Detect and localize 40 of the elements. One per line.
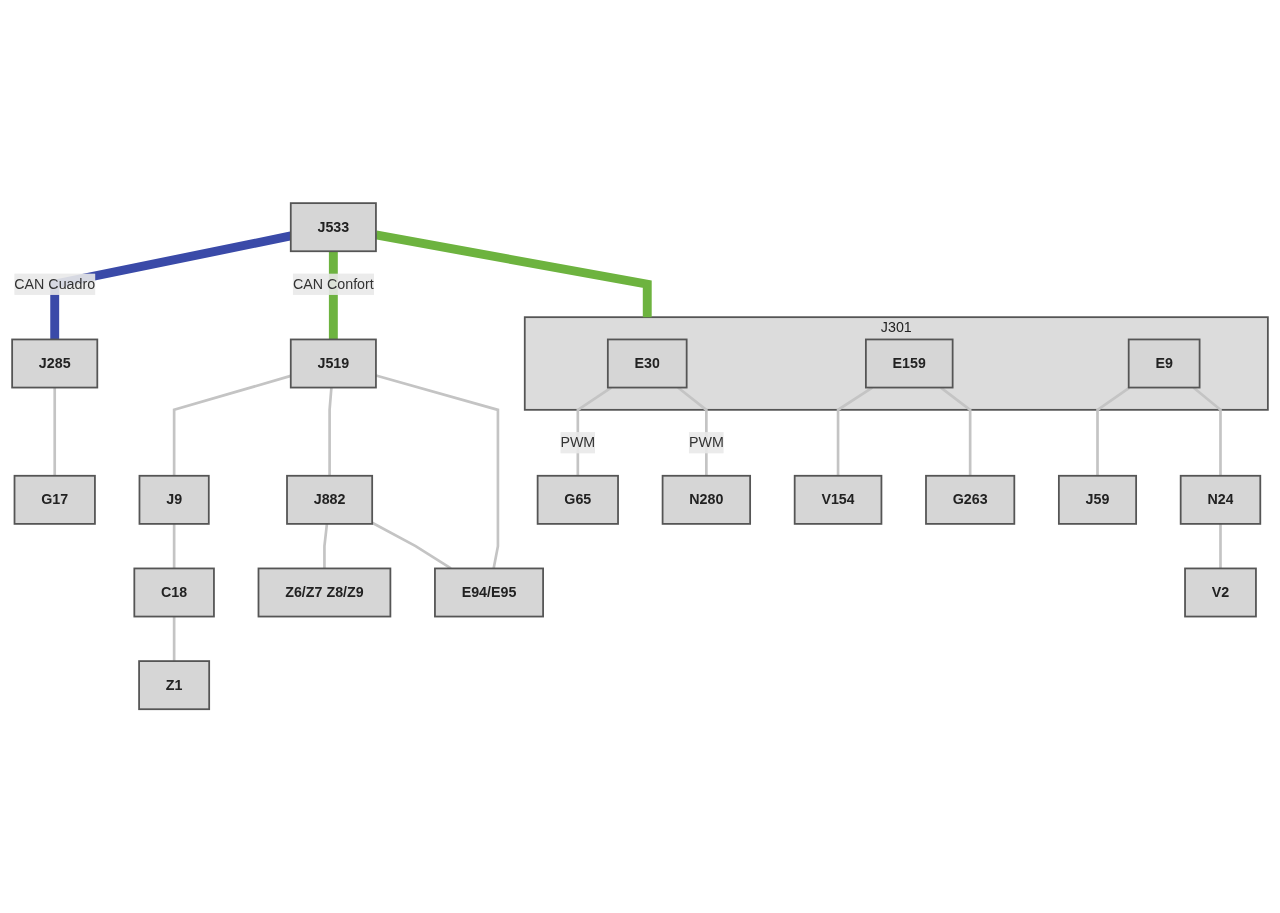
connector — [940, 386, 972, 477]
connector — [328, 251, 338, 340]
edge-label: PWM — [560, 435, 596, 451]
node-box — [925, 475, 1016, 526]
node-box — [138, 660, 211, 711]
connector — [1096, 386, 1131, 477]
node-box — [1184, 567, 1257, 618]
node-box — [536, 475, 619, 526]
node-box — [434, 567, 544, 618]
node-box — [865, 338, 954, 389]
connector — [172, 524, 176, 569]
node-box — [289, 338, 377, 389]
node-box — [289, 202, 377, 253]
node-box — [1127, 338, 1201, 389]
node-box — [793, 475, 883, 526]
connector — [371, 521, 452, 570]
connector — [1192, 386, 1222, 477]
edge-label: CAN Cuadro — [14, 276, 96, 292]
connector — [375, 374, 500, 570]
connector — [172, 616, 176, 662]
connector — [323, 524, 329, 569]
connector — [375, 230, 652, 318]
edge-label: CAN Confort — [292, 276, 374, 292]
node-box — [133, 567, 215, 618]
cluster — [523, 316, 1269, 412]
node-box — [286, 475, 374, 526]
node-box — [1179, 475, 1262, 526]
network-diagram: J301 CAN Cuadro CAN Confort PWM PWM J285 G17 J533 J519 E30 E159 E9 J9 C18 Z1 J882 Z6/Z7 Z8/Z9 E94/E95 G65 N280 V154 G263 J59 N24 V2 — [5, 196, 1275, 717]
node-box — [11, 338, 99, 389]
node-box — [1057, 475, 1138, 526]
edge-label: PWM — [688, 435, 724, 451]
connector — [328, 387, 333, 477]
node-box — [138, 475, 210, 526]
node-box — [661, 475, 751, 526]
connector — [53, 387, 57, 477]
node-box — [606, 338, 688, 389]
node-box — [257, 567, 392, 618]
node-box — [13, 475, 96, 526]
connector — [836, 386, 874, 477]
connector — [1219, 524, 1222, 569]
